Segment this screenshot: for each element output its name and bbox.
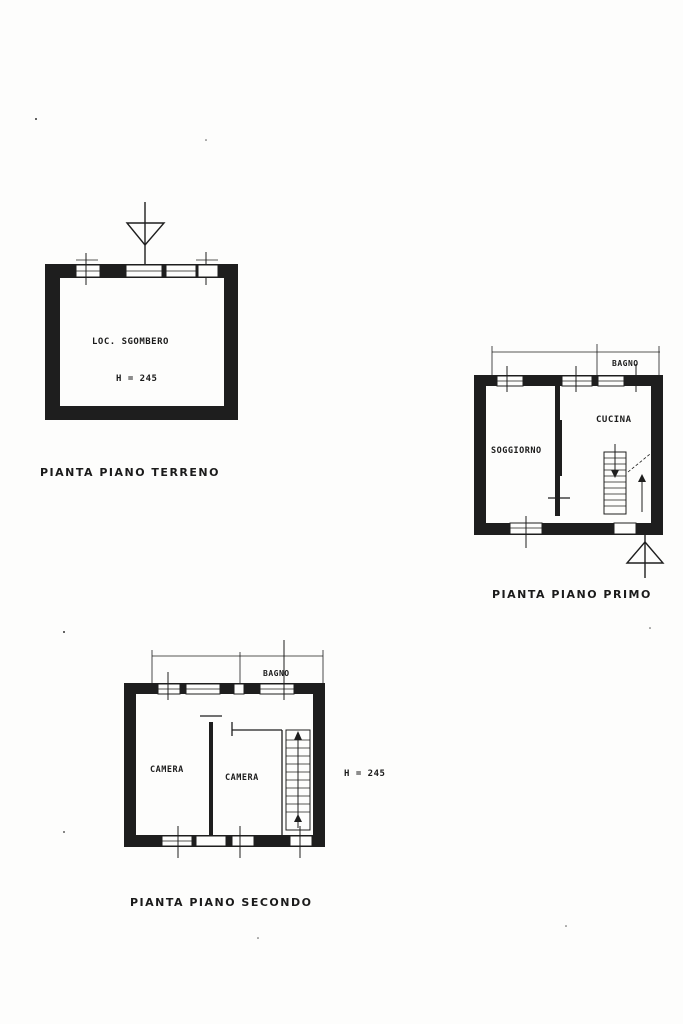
second-bedroom2-label: CAMERA <box>225 773 259 783</box>
first-floor-plan: BAGNO CUCINA SOGGIORNO PIANTA PIANO PRIM… <box>474 344 665 601</box>
ground-caption: PIANTA PIANO TERRENO <box>40 466 220 479</box>
second-staircase <box>285 729 311 831</box>
north-arrow-first <box>625 530 665 578</box>
first-caption: PIANTA PIANO PRIMO <box>492 588 652 601</box>
second-windows <box>157 640 313 858</box>
first-staircase <box>603 444 656 515</box>
second-bedroom1-label: CAMERA <box>150 765 184 775</box>
second-bath-label: BAGNO <box>263 669 290 678</box>
first-bath-label: BAGNO <box>612 359 639 368</box>
second-dimension-line <box>151 650 324 684</box>
first-windows <box>496 364 637 548</box>
second-height-label: H = 245 <box>344 769 385 779</box>
second-caption: PIANTA PIANO SECONDO <box>130 896 312 909</box>
first-partition <box>555 386 560 516</box>
scan-specks <box>35 118 651 939</box>
ground-windows <box>75 252 219 285</box>
ground-height-label: H = 245 <box>116 374 157 384</box>
ground-floor-plan: LOC. SGOMBERO H = 245 PIANTA PIANO TERRE… <box>40 202 238 479</box>
first-kitchen-label: CUCINA <box>596 415 632 425</box>
second-floor-plan: BAGNO CAMERA CAMERA H = 245 PIANTA PIANO… <box>124 640 385 909</box>
first-dimension-line <box>491 344 660 376</box>
first-living-label: SOGGIORNO <box>491 446 542 456</box>
north-arrow-ground <box>125 202 166 272</box>
second-partition <box>209 722 213 835</box>
ground-room-label: LOC. SGOMBERO <box>92 337 169 347</box>
